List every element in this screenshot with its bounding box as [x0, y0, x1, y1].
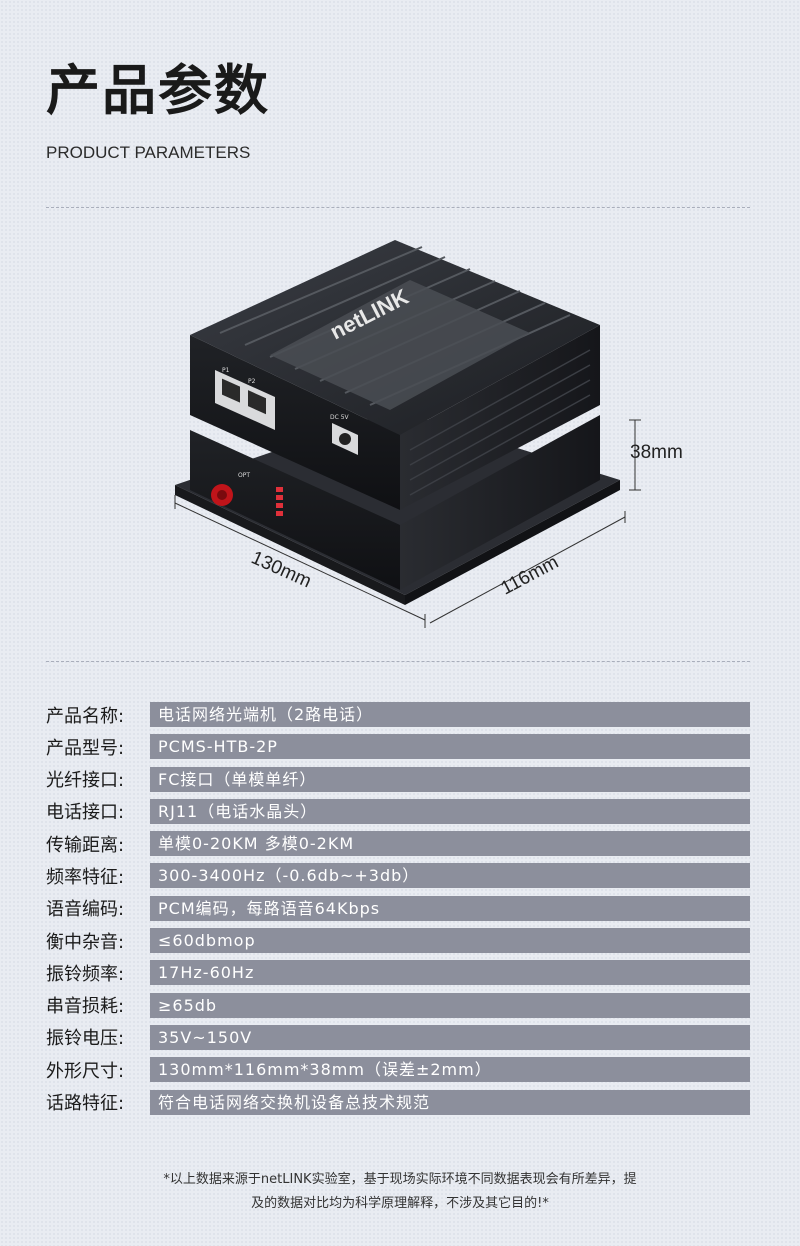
param-value: 符合电话网络交换机设备总技术规范 [150, 1089, 750, 1115]
param-label: 串音损耗: [46, 996, 125, 1018]
footnote-line-1: *以上数据来源于netLINK实验室，基于现场实际环境不同数据表现会有所差异，提 [163, 1172, 637, 1187]
param-row-encoding: 语音编码: PCM编码，每路语音64Kbps [46, 895, 750, 921]
param-value: FC接口（单模单纤） [150, 766, 750, 792]
param-value: ≥65db [150, 992, 750, 1018]
lower-side [400, 415, 600, 590]
led-indicators [276, 487, 283, 516]
opt-label: OPT [238, 472, 250, 479]
param-row-frequency: 频率特征: 300-3400Hz（-0.6db~+3db） [46, 863, 750, 889]
param-row-phone-port: 电话接口: RJ11（电话水晶头） [46, 798, 750, 824]
fc-connector: OPT [211, 472, 250, 506]
param-label: 衡中杂音: [46, 931, 125, 953]
param-row-ring-frequency: 振铃频率: 17Hz-60Hz [46, 960, 750, 986]
param-value: PCM编码，每路语音64Kbps [150, 895, 750, 921]
top-divider [46, 207, 750, 208]
page-subtitle: PRODUCT PARAMETERS [46, 143, 251, 162]
param-label: 语音编码: [46, 899, 125, 921]
param-row-crosstalk: 串音损耗: ≥65db [46, 992, 750, 1018]
dimension-height: 38mm [630, 442, 683, 463]
product-image: netLINK P1 P2 DC 5V OPT [174, 240, 683, 628]
param-row-name: 产品名称: 电话网络光端机（2路电话） [46, 702, 750, 727]
param-value: 电话网络光端机（2路电话） [150, 702, 750, 727]
param-value: 17Hz-60Hz [150, 960, 750, 986]
param-row-standard: 话路特征: 符合电话网络交换机设备总技术规范 [46, 1089, 750, 1115]
upper-side [400, 325, 600, 510]
param-value: 130mm*116mm*38mm（误差±2mm） [150, 1057, 750, 1083]
param-label: 产品名称: [46, 705, 125, 727]
params-table: 产品名称: 电话网络光端机（2路电话） 产品型号: PCMS-HTB-2P 光纤… [46, 702, 750, 1122]
param-value: RJ11（电话水晶头） [150, 798, 750, 824]
upper-front [190, 335, 400, 510]
param-label: 外形尺寸: [46, 1060, 125, 1082]
page-title: 产品参数 [46, 59, 270, 122]
param-label: 振铃电压: [46, 1028, 125, 1050]
power-label: DC 5V [330, 414, 350, 421]
param-value: ≤60dbmop [150, 928, 750, 954]
param-label: 电话接口: [46, 802, 125, 824]
middle-divider [46, 661, 750, 662]
param-label: 振铃频率: [46, 963, 125, 985]
param-row-size: 外形尺寸: 130mm*116mm*38mm（误差±2mm） [46, 1057, 750, 1083]
port-label-p2: P2 [248, 378, 256, 385]
param-value: 单模0-20KM 多模0-2KM [150, 831, 750, 857]
param-label: 光纤接口: [46, 770, 125, 792]
rj11-ports: P1 P2 [215, 367, 275, 430]
param-label: 话路特征: [46, 1093, 125, 1115]
param-label: 频率特征: [46, 866, 125, 888]
param-row-fiber: 光纤接口: FC接口（单模单纤） [46, 766, 750, 792]
param-value: PCMS-HTB-2P [150, 734, 750, 760]
port-label-p1: P1 [222, 367, 230, 374]
param-row-model: 产品型号: PCMS-HTB-2P [46, 734, 750, 760]
param-row-distance: 传输距离: 单模0-20KM 多模0-2KM [46, 831, 750, 857]
param-value: 300-3400Hz（-0.6db~+3db） [150, 863, 750, 889]
param-label: 传输距离: [46, 834, 125, 856]
param-label: 产品型号: [46, 737, 125, 759]
param-row-ring-voltage: 振铃电压: 35V~150V [46, 1024, 750, 1050]
dc-power-jack: DC 5V [330, 414, 358, 455]
param-row-noise: 衡中杂音: ≤60dbmop [46, 928, 750, 954]
param-value: 35V~150V [150, 1024, 750, 1050]
lower-front [190, 430, 400, 590]
footnote-line-2: 及的数据对比均为科学原理解释，不涉及其它目的!* [251, 1196, 549, 1211]
dimension-width: 116mm [497, 552, 562, 600]
